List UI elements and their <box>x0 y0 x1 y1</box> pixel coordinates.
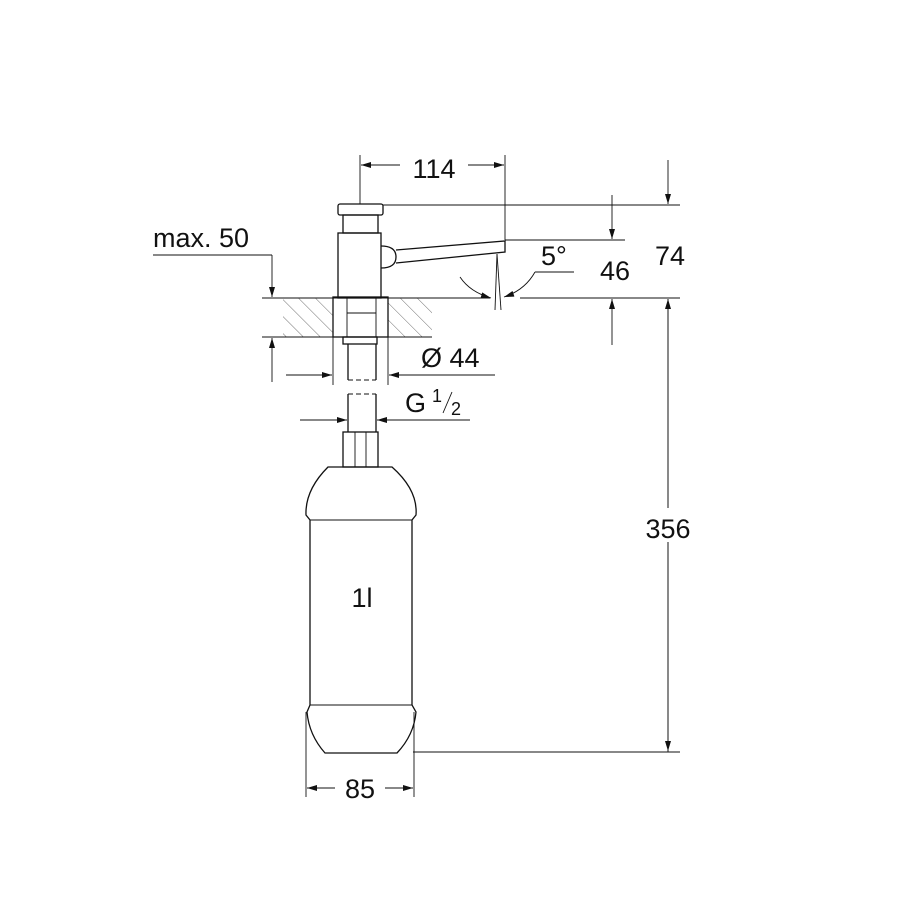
svg-text:Ø 44: Ø 44 <box>421 343 480 373</box>
dimension-114: 114 <box>359 154 506 240</box>
dimension-diameter-44: Ø 44 <box>286 337 495 385</box>
svg-text:74: 74 <box>655 241 685 271</box>
dimension-85: 85 <box>305 712 415 804</box>
dimension-46: 46 <box>600 195 630 345</box>
dimension-74-356: 74 356 <box>413 160 696 753</box>
svg-text:85: 85 <box>345 774 375 804</box>
dimension-max-50: max. 50 <box>153 223 275 382</box>
soap-bottle: 1l <box>305 466 417 754</box>
svg-text:2: 2 <box>451 399 461 419</box>
svg-text:356: 356 <box>645 514 690 544</box>
svg-text:5°: 5° <box>541 241 567 271</box>
svg-text:max. 50: max. 50 <box>153 223 249 253</box>
bottle-capacity-label: 1l <box>351 583 372 613</box>
dimension-thread-g-half: G 1 2 <box>300 386 470 423</box>
svg-text:G: G <box>405 388 426 418</box>
countertop <box>262 297 680 338</box>
svg-text:1: 1 <box>432 386 442 406</box>
svg-text:114: 114 <box>412 154 455 184</box>
svg-text:46: 46 <box>600 256 630 286</box>
angle-5-degree: 5° <box>459 241 574 311</box>
dispenser-head <box>332 203 506 468</box>
